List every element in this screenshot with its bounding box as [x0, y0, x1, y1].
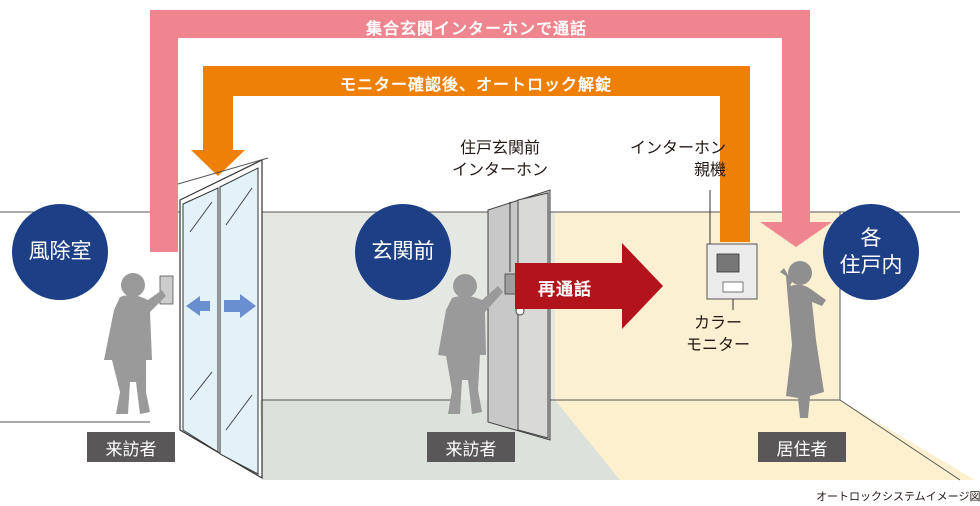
frame-top-line — [177, 157, 269, 185]
red-arrow-label: 再通話 — [538, 280, 592, 300]
glass-stripe-2 — [225, 187, 253, 226]
orange-arrow-label: モニター確認後、オートロック解錠 — [340, 75, 613, 94]
visitor-2-tag: 来訪者 — [427, 432, 515, 462]
glass-stripe-3 — [189, 371, 213, 401]
glass-stripe-4 — [225, 394, 253, 431]
resident-tag: 居住者 — [758, 432, 846, 462]
zone-windbreak-label: 風除室 — [28, 239, 92, 264]
glass-stripe-1 — [189, 201, 213, 233]
master-unit-callout: インターホン 親機 — [630, 138, 727, 179]
master-unit-screen — [716, 253, 740, 273]
glass-door-frame — [179, 159, 263, 480]
glass-door-right — [219, 167, 259, 475]
pink-arrow — [150, 10, 832, 252]
zone-unit-label: 各 住戸内 — [839, 225, 903, 277]
red-arrow — [515, 243, 663, 329]
visitor-1-silhouette — [104, 273, 166, 414]
resident-silhouette — [780, 261, 826, 418]
orange-arrow — [191, 66, 750, 242]
slide-arrow-right — [224, 294, 256, 318]
glass-door-left — [182, 187, 219, 453]
door-intercom-box — [504, 273, 517, 295]
zone-windbreak-circle: 風除室 — [12, 204, 108, 300]
visitor-1-tag: 来訪者 — [87, 432, 175, 462]
zone-entrance-circle: 玄関前 — [355, 204, 451, 300]
slide-arrow-left — [186, 296, 210, 316]
visitor-2-silhouette — [438, 274, 503, 414]
master-unit-button — [722, 281, 744, 293]
door-intercom-callout: 住戸玄関前 インターホン — [452, 138, 549, 179]
floor-edge-right — [839, 399, 961, 481]
unit-door-panel — [517, 192, 549, 439]
color-monitor-callout: カラー モニター — [686, 313, 751, 354]
zone-unit-circle: 各 住戸内 — [823, 204, 919, 300]
zone-entrance-label: 玄関前 — [371, 239, 435, 264]
pink-arrow-label: 集合玄関インターホンで通話 — [366, 19, 588, 38]
caption-bg — [790, 486, 965, 504]
diagram-caption: オートロックシステムイメージ図 — [816, 490, 980, 503]
